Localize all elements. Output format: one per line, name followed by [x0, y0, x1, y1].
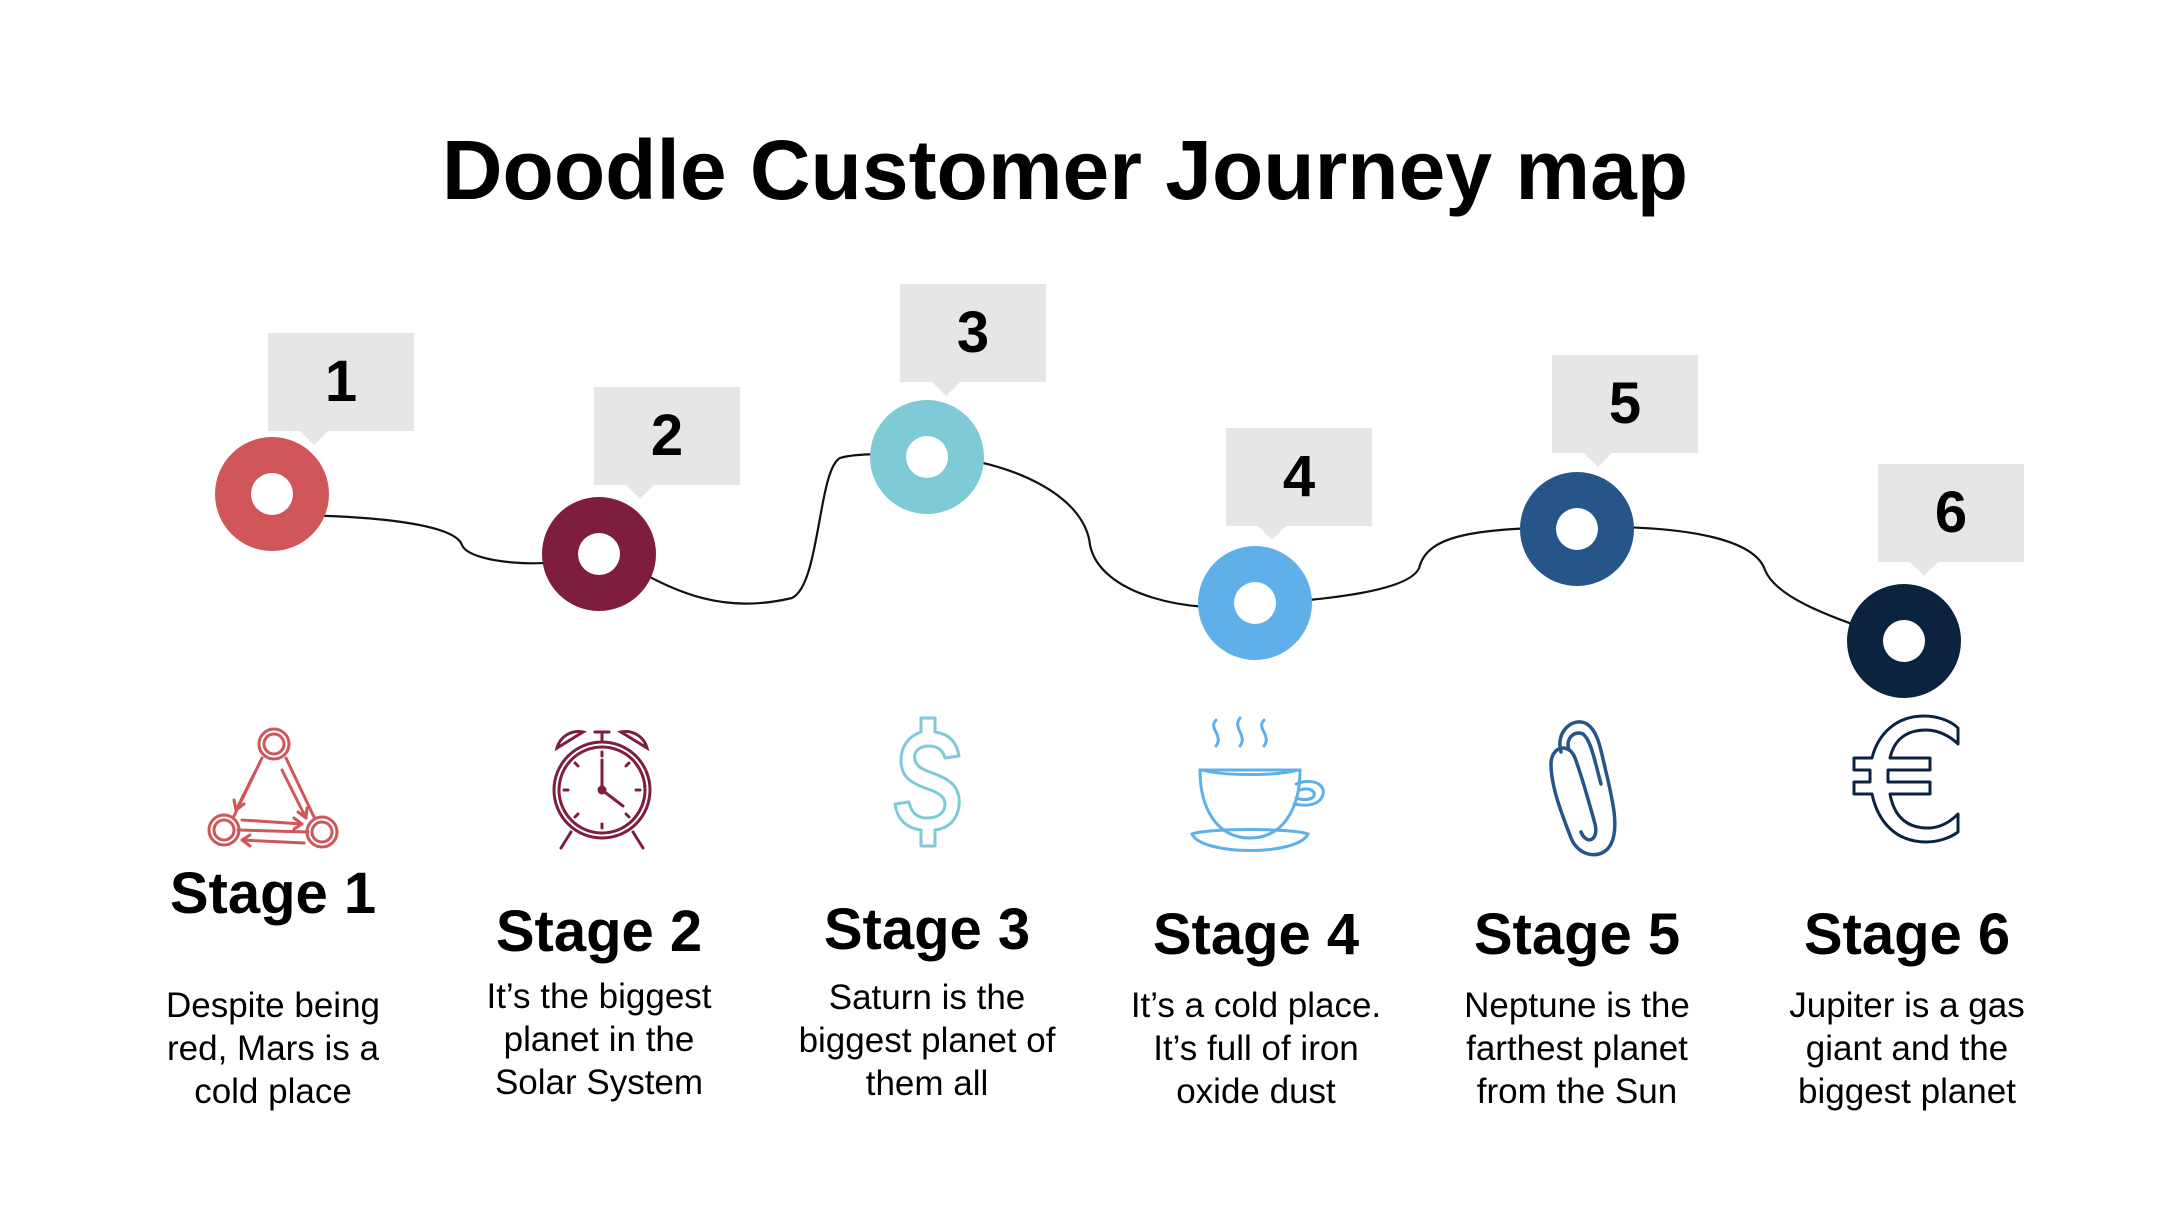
stage-number-callout: 4 — [1226, 428, 1372, 540]
stage-marker — [215, 437, 329, 551]
stage-marker — [1520, 472, 1634, 586]
stage-number-callout: 6 — [1878, 464, 2024, 576]
stage-description: Jupiter is a gas giant and the biggest p… — [1789, 986, 2025, 1111]
stage-description: It’s the biggest planet in the Solar Sys… — [486, 977, 712, 1102]
stage-heading: Stage 6 — [1803, 902, 2011, 967]
stage-heading: Stage 5 — [1473, 902, 1681, 967]
stage-description: Neptune is the farthest planet from the … — [1464, 986, 1690, 1111]
stage-description: Saturn is the biggest planet of them all — [798, 978, 1056, 1103]
stage-description: Despite being red, Mars is a cold place — [165, 986, 381, 1111]
stage-number-callout: 5 — [1552, 355, 1698, 467]
stage-number-callout: 3 — [900, 284, 1046, 396]
stage-number-callout: 2 — [594, 387, 740, 499]
stage-heading: Stage 1 — [169, 861, 377, 926]
stage-heading: Stage 2 — [495, 899, 703, 964]
stage-marker — [1847, 584, 1961, 698]
page-title: Doodle Customer Journey map — [441, 123, 1689, 217]
stage-number-callout: 1 — [268, 333, 414, 445]
molecule-triangle-icon — [207, 727, 339, 849]
coffee-cup-icon — [1189, 716, 1325, 852]
dollar-sign-icon — [893, 716, 961, 848]
stage-heading: Stage 3 — [823, 897, 1031, 962]
stage-heading: Stage 4 — [1152, 902, 1360, 967]
alarm-clock-icon — [552, 730, 652, 850]
stage-marker — [542, 497, 656, 611]
stage-marker — [1198, 546, 1312, 660]
paperclip-icon — [1549, 720, 1617, 857]
euro-sign-icon — [1852, 714, 1960, 844]
stage-marker — [870, 400, 984, 514]
stage-description: It’s a cold place. It’s full of iron oxi… — [1130, 986, 1382, 1111]
